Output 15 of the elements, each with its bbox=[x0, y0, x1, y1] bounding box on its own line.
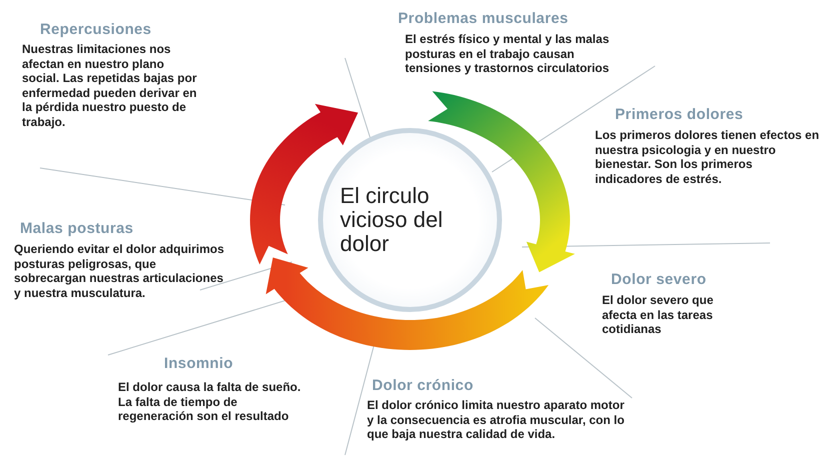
section-description: Nuestras limitaciones nos afectan en nuestro plano social. Las repetidas bajas por enfermedad pueden derivar en la pérdida nuestro puesto de trabajo. bbox=[22, 42, 198, 130]
section-description: El estrés físico y mental y las malas posturas en el trabajo causan tensiones y trastornos circulatorios bbox=[405, 32, 610, 76]
section-heading: Primeros dolores bbox=[615, 106, 744, 123]
section-heading: Problemas musculares bbox=[398, 10, 568, 27]
section-heading: Repercusiones bbox=[40, 21, 152, 38]
section-description: Queriendo evitar el dolor adquirimos posturas peligrosas, que sobrecargan nuestras articulaciones y nuestra musculatura. bbox=[14, 242, 226, 300]
section-heading: Malas posturas bbox=[20, 220, 134, 237]
section-heading: Dolor severo bbox=[611, 271, 706, 288]
section-description: Los primeros dolores tienen efectos en nuestra psicologia y en nuestro bienestar. Son los primeros indicadores de estrés. bbox=[595, 128, 820, 186]
section-description: El dolor causa la falta de sueño. La falta de tiempo de regeneración son el resultado bbox=[118, 380, 302, 424]
section-heading: Insomnio bbox=[164, 355, 234, 372]
section-description: El dolor severo que afecta en las tareas cotidianas bbox=[602, 293, 714, 337]
section-heading: Dolor crónico bbox=[372, 377, 474, 394]
center-title: El circulo vicioso del dolor bbox=[340, 184, 444, 256]
section-description: El dolor crónico limita nuestro aparato motor y la consecuencia es atrofia muscular, con lo que baja nuestra calidad de vida. bbox=[367, 398, 626, 442]
